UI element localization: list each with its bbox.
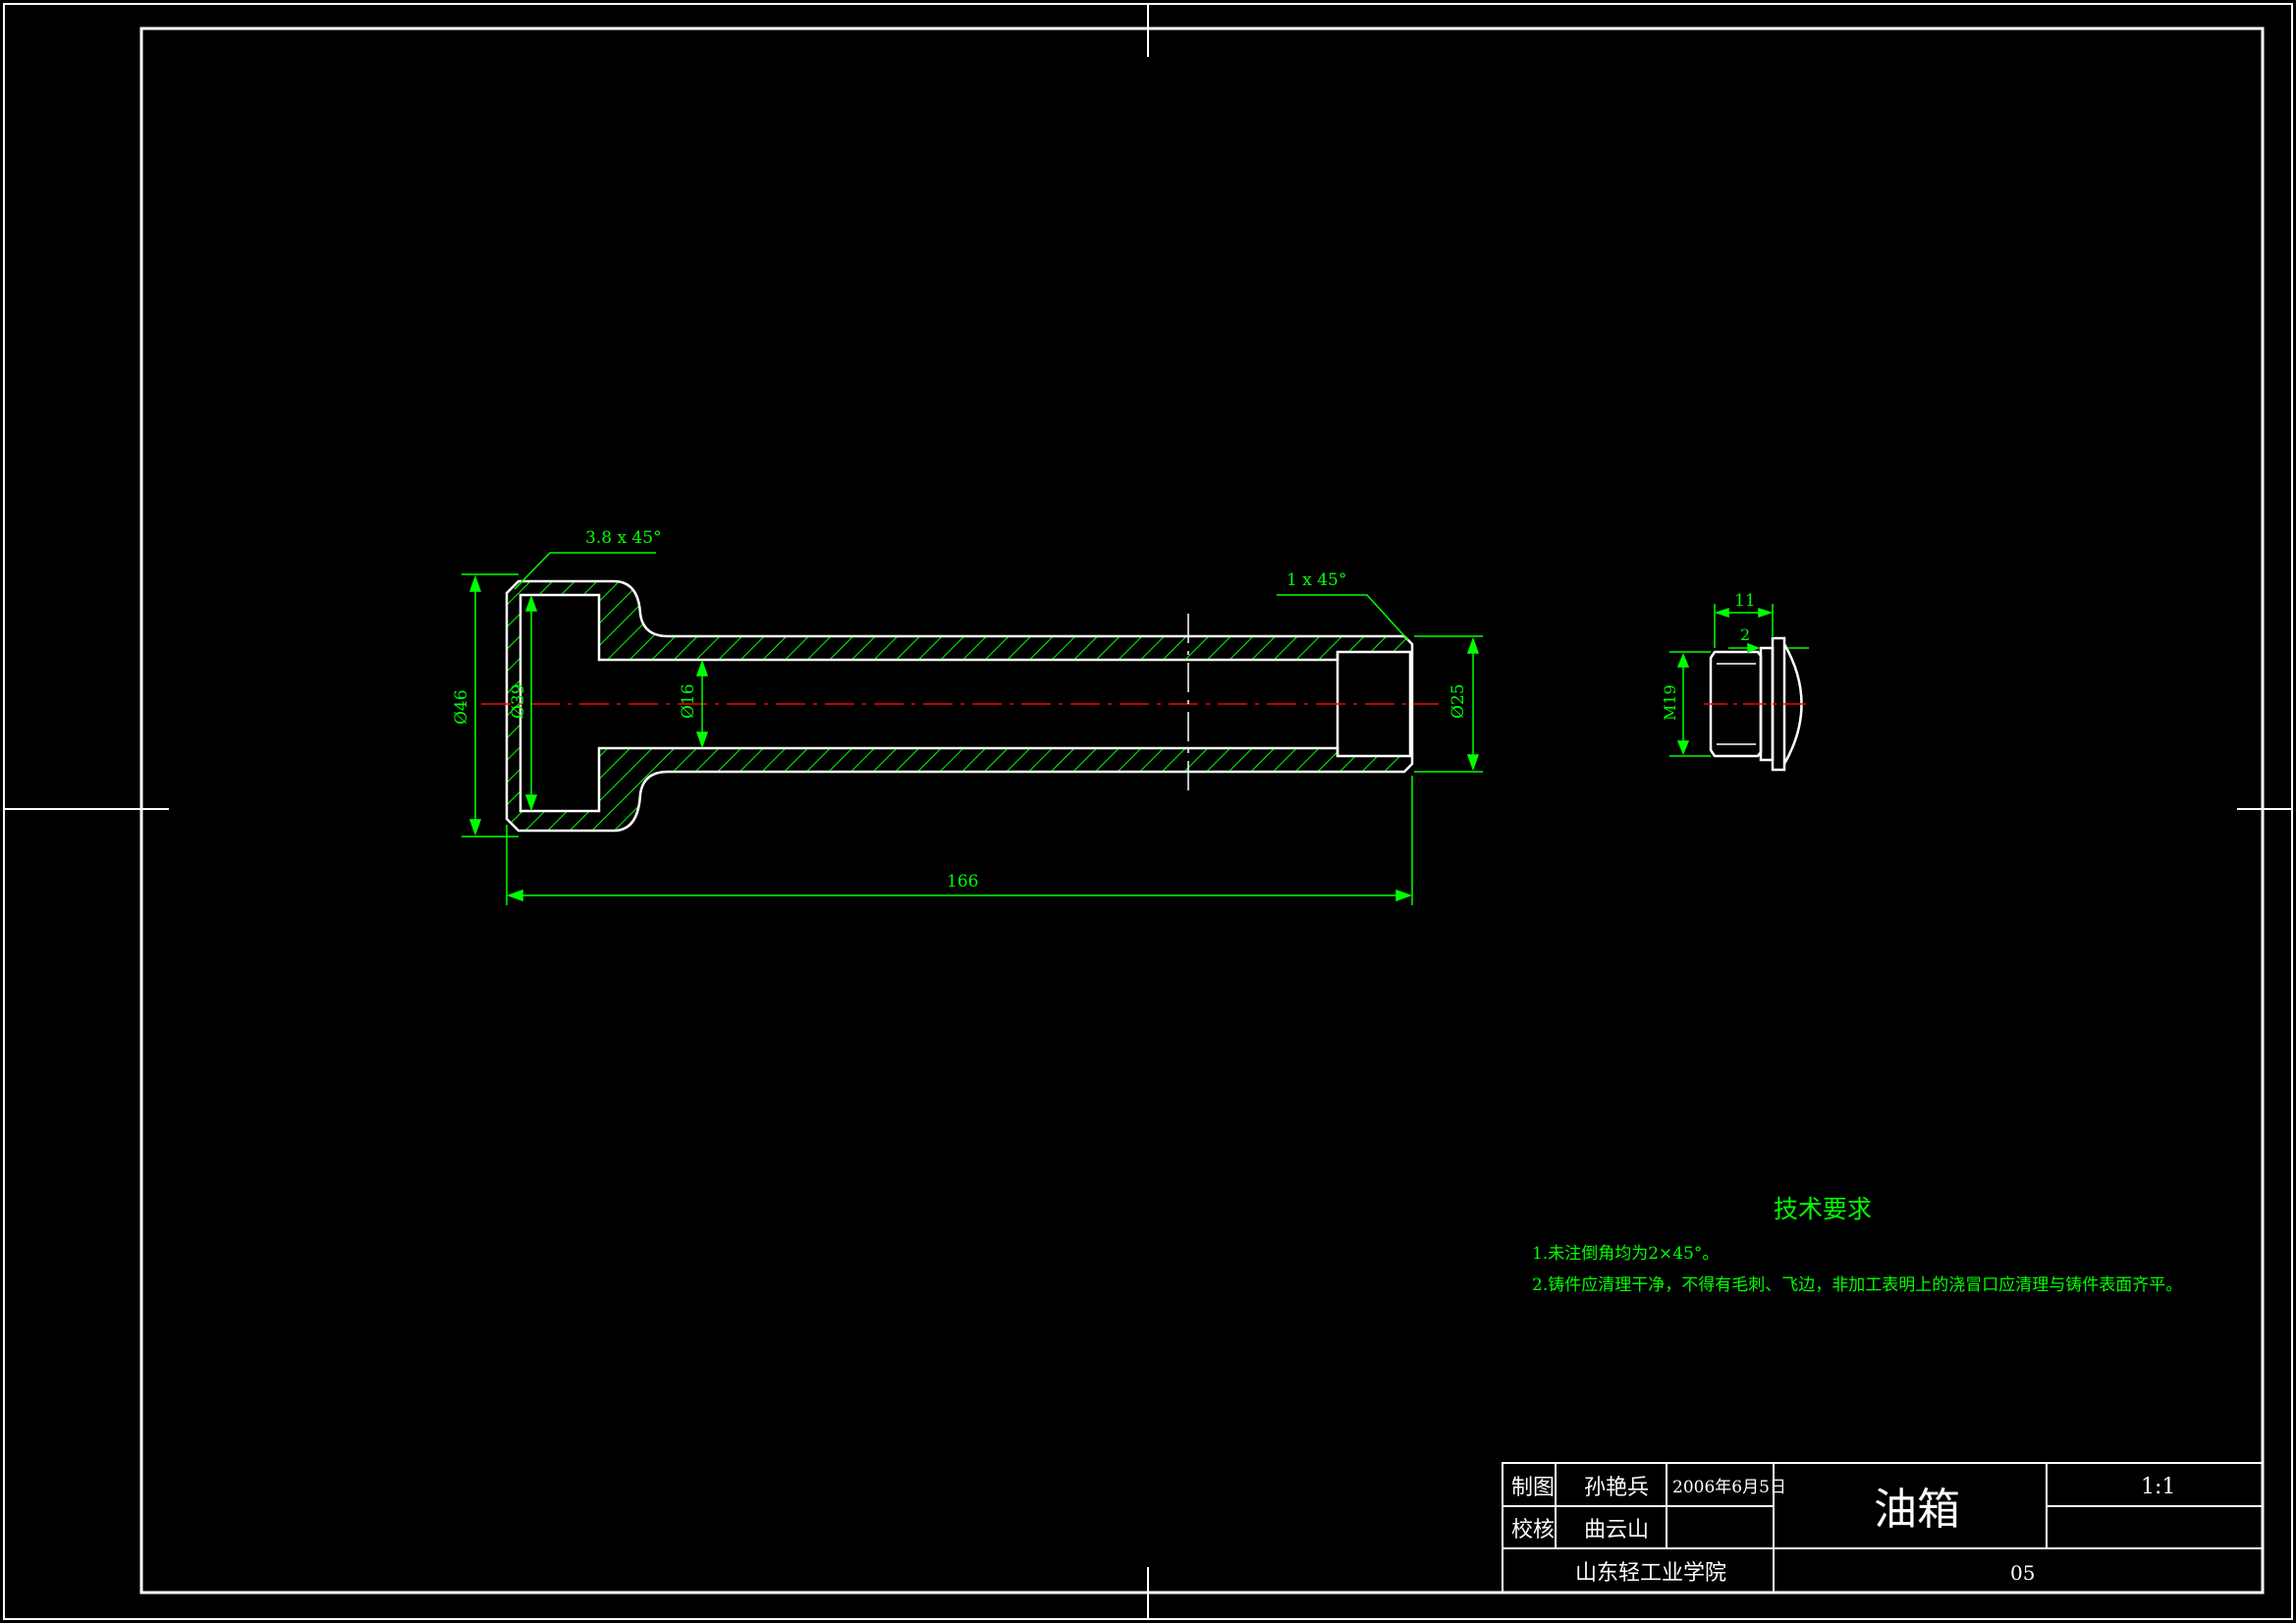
tech-heading: 技术要求	[1774, 1195, 1872, 1223]
checked-by-name: 曲云山	[1584, 1518, 1649, 1542]
title-block	[1502, 1462, 2264, 1594]
tech-item-1: 1.未注倒角均为2×45°。	[1532, 1244, 1719, 1264]
drawn-by-name: 孙艳兵	[1584, 1476, 1649, 1500]
tech-item-2: 2.铸件应清理干净，不得有毛刺、飞边，非加工表明上的浇冒口应清理与铸件表面齐平。	[1532, 1275, 2182, 1295]
tech-requirements: 技术要求 1.未注倒角均为2×45°。 2.铸件应清理干净，不得有毛刺、飞边，非…	[1532, 1195, 2182, 1295]
dia-bore-label: Ø16	[679, 683, 698, 719]
main-dimension-text: 3.8 x 45° 1 x 45° Ø46 Ø39 Ø16 Ø25 166	[452, 528, 1468, 892]
scale-value: 1:1	[2141, 1475, 2175, 1499]
cap-thread-label: M19	[1661, 684, 1679, 721]
cap-width-label: 11	[1734, 591, 1756, 611]
cap-view	[1704, 636, 1812, 772]
chamfer-end-label: 1 x 45°	[1286, 570, 1346, 590]
chamfer-head-label: 3.8 x 45°	[585, 528, 662, 548]
checked-by-label: 校核	[1511, 1518, 1555, 1542]
title-block-text: 制图 孙艳兵 2006年6月5日 校核 曲云山 油箱 1:1 山东轻工业学院 0…	[1511, 1475, 2175, 1586]
part-outline	[505, 579, 1414, 833]
drawing-number: 05	[2010, 1561, 2035, 1585]
outer-border	[3, 3, 2293, 1620]
drawn-date: 2006年6月5日	[1672, 1478, 1786, 1497]
part-name: 油箱	[1874, 1485, 1960, 1535]
overall-length-label: 166	[947, 872, 978, 892]
cavity-outline	[519, 593, 1412, 813]
dia-end-label: Ø25	[1449, 683, 1468, 719]
main-part-section	[481, 579, 1439, 833]
section-hatch	[507, 581, 1412, 831]
dia-outer-head-label: Ø46	[452, 689, 471, 725]
dia-inner-head-label: Ø39	[509, 683, 528, 719]
cap-step-label: 2	[1740, 625, 1750, 644]
centering-marks	[4, 4, 2292, 1619]
main-dimensions	[462, 552, 1483, 905]
cap-dimension-text: 11 2 M19	[1661, 591, 1756, 721]
inner-border	[139, 27, 2265, 1595]
drawn-by-label: 制图	[1511, 1476, 1555, 1500]
cap-dimensions	[1669, 604, 1809, 757]
institution-name: 山东轻工业学院	[1575, 1561, 1726, 1586]
